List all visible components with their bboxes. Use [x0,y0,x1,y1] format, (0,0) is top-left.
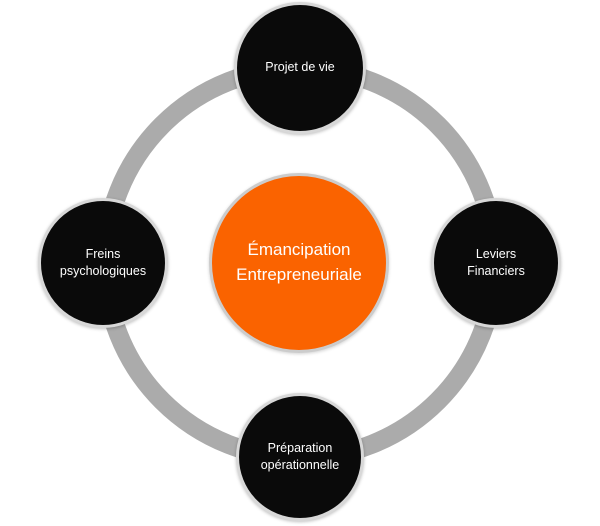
center-node-label: Émancipation Entrepreneuriale [236,240,362,284]
node-preparation-operationnelle: Préparation opérationnelle [236,393,364,521]
node-projet-de-vie: Projet de vie [234,2,366,134]
node-freins-psychologiques: Freins psychologiques [38,198,168,328]
node-emancipation-entrepreneuriale: Émancipation Entrepreneuriale [209,173,389,353]
node-leviers-financiers: Leviers Financiers [431,198,561,328]
node-leviers-financiers-label: Leviers Financiers [467,246,525,279]
node-preparation-operationnelle-label: Préparation opérationnelle [260,440,340,473]
node-projet-de-vie-label: Projet de vie [265,60,335,75]
node-freins-psychologiques-label: Freins psychologiques [59,246,147,279]
